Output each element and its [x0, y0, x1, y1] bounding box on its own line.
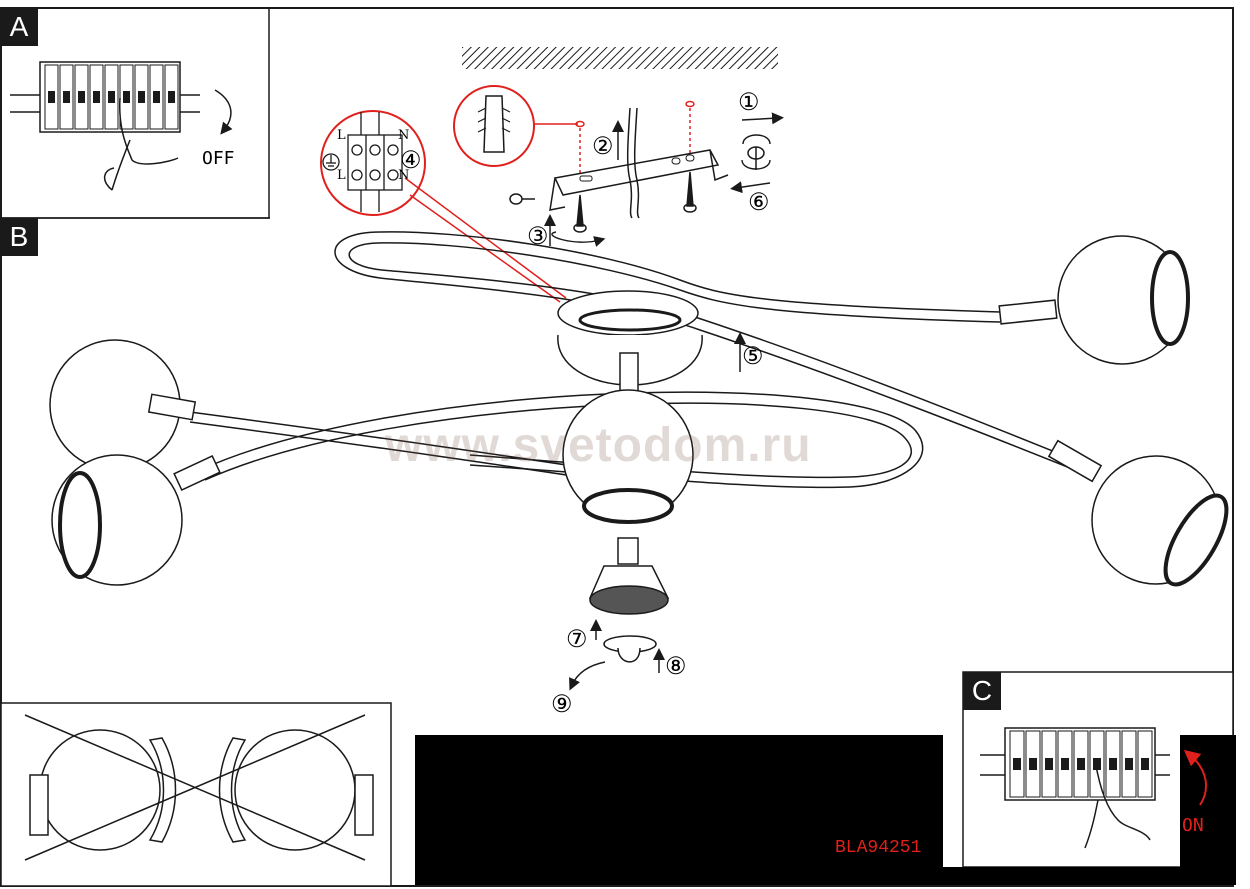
cross-line-2 [24, 714, 366, 861]
step-5: ⑤ [742, 342, 764, 370]
step-3: ③ [527, 222, 549, 250]
breaker-switch [93, 91, 100, 103]
breaker-switch [1125, 758, 1133, 770]
rotate-on-arrow [1183, 749, 1207, 806]
breaker-switch [63, 91, 70, 103]
breaker-switch [1013, 758, 1021, 770]
step-1: ① [738, 88, 760, 116]
hand-a [119, 97, 179, 165]
breaker-switch [153, 91, 160, 103]
watermark: www.svetodom.ru [385, 419, 812, 472]
step-4: ④ [400, 146, 422, 174]
dowel-detail-circle [453, 85, 535, 167]
breaker-switch [1109, 758, 1117, 770]
breaker-panel-a [10, 61, 200, 133]
breaker-switch [1045, 758, 1053, 770]
breaker-switch [108, 91, 115, 103]
breaker-switch [138, 91, 145, 103]
terminal-block [347, 112, 403, 212]
step-2: ② [592, 132, 614, 160]
breaker-switch [123, 91, 130, 103]
ceiling-hatch [462, 47, 778, 69]
switch-on-label: ON [1182, 815, 1204, 836]
breaker-switch [1093, 758, 1101, 770]
switch-off-label: OFF [202, 148, 235, 169]
black-box [415, 735, 943, 885]
panel-label-c: C [963, 672, 1001, 710]
screw-center [573, 194, 587, 233]
breaker-switch [1141, 758, 1149, 770]
breaker-switch [1077, 758, 1085, 770]
wall-plug [483, 95, 505, 153]
neutral-label-top: N [398, 128, 410, 143]
screw-right [683, 171, 697, 213]
rotate-off-arrow [214, 89, 233, 135]
step-6: ⑥ [748, 188, 770, 216]
live-label-bottom: L [337, 168, 346, 183]
model-code: BLA94251 [835, 838, 922, 858]
screw-left [509, 193, 535, 205]
breaker-switch [1029, 758, 1037, 770]
earth-symbol [322, 153, 340, 171]
breaker-switch [48, 91, 55, 103]
hand-c [1084, 759, 1151, 849]
breaker-switch [168, 91, 175, 103]
page-frame [0, 7, 1234, 887]
step-9: ⑨ [551, 690, 573, 718]
panel-label-b: B [0, 218, 38, 256]
supply-cable [626, 107, 633, 219]
breaker-switch [1061, 758, 1069, 770]
panel-label-a: A [0, 8, 38, 46]
breaker-switch [78, 91, 85, 103]
neutral-label-bottom: N [398, 168, 410, 183]
step-8: ⑧ [665, 652, 687, 680]
live-label-top: L [337, 128, 346, 143]
step-7: ⑦ [566, 625, 588, 653]
canopy [557, 290, 699, 336]
